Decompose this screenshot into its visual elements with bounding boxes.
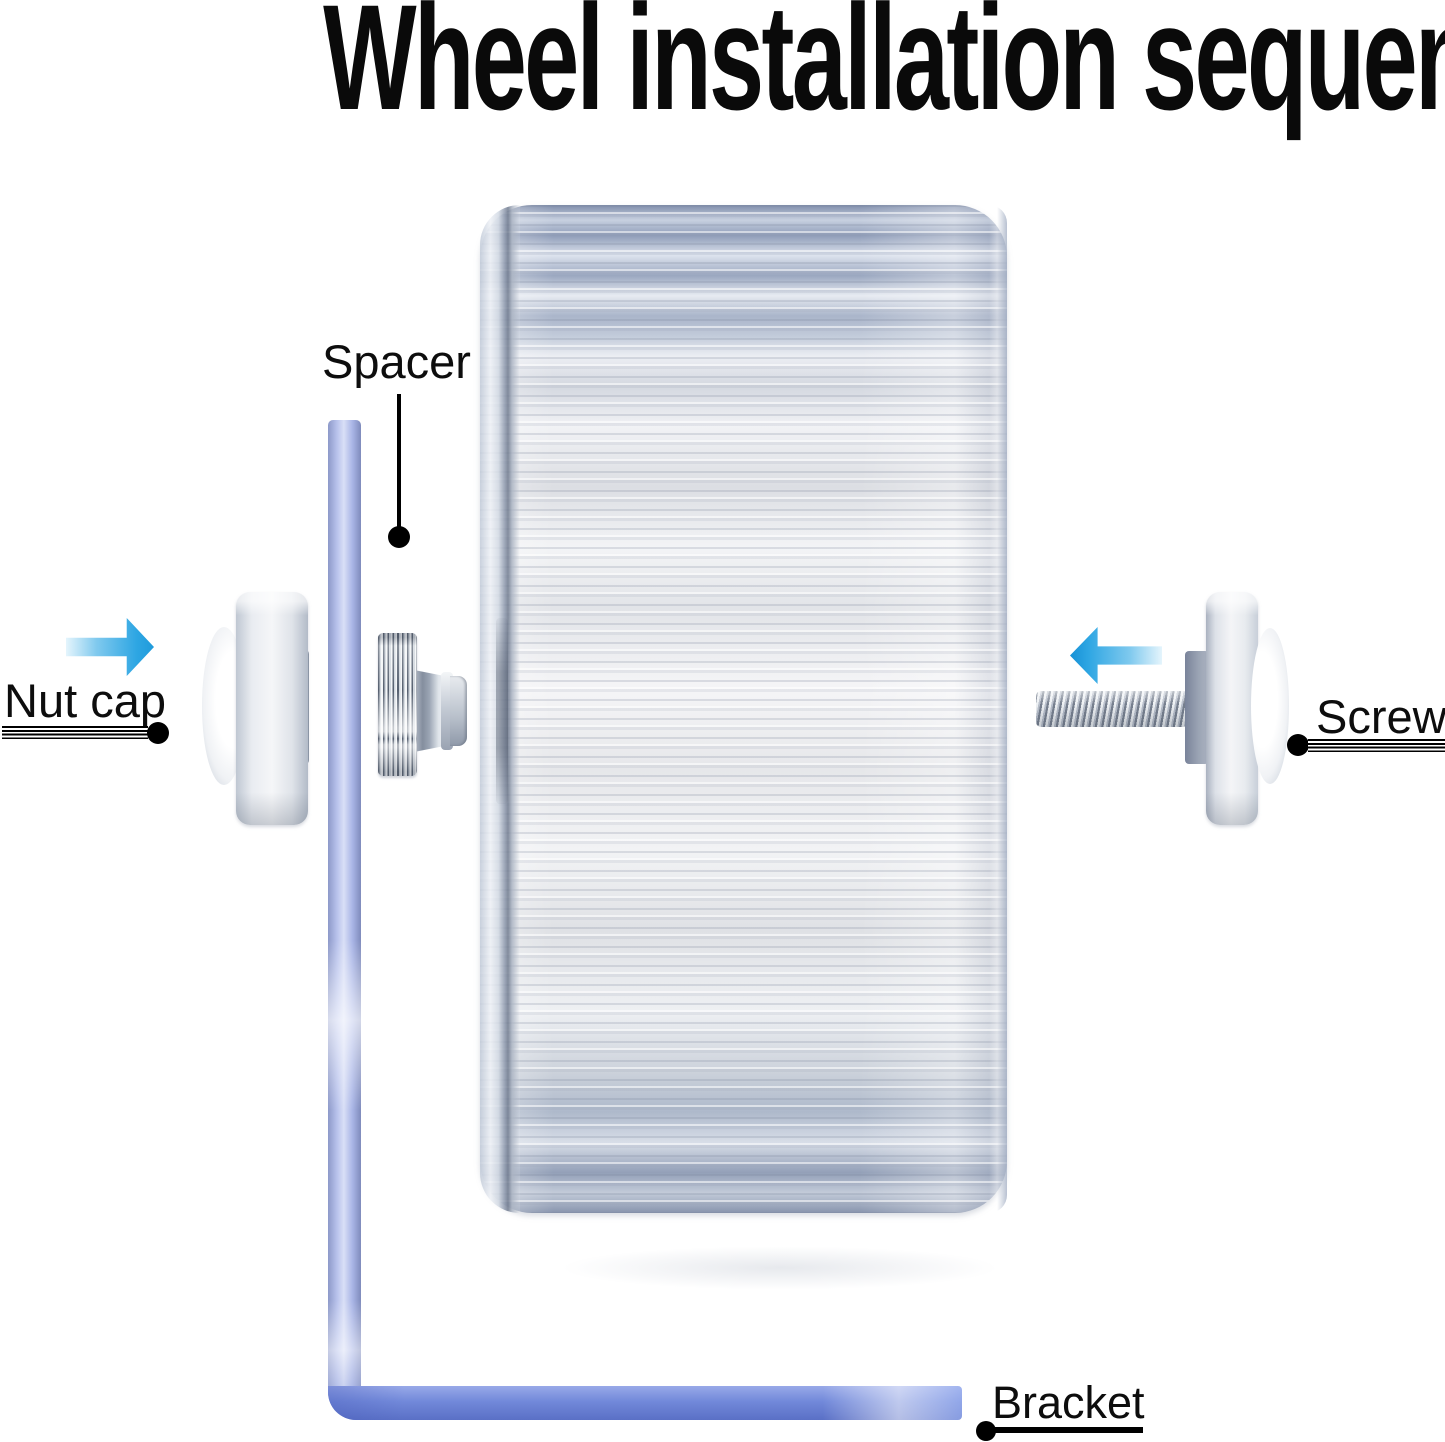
- spacer-leader-dot: [388, 526, 410, 548]
- screw-leader-line: [1308, 739, 1445, 752]
- nut-cap-part: [236, 592, 308, 825]
- wheel-shadow: [560, 1246, 1000, 1290]
- screw-label: Screw: [1316, 690, 1445, 743]
- knurled-nut-cap: [450, 676, 467, 746]
- screw-thread-shaft: [1036, 691, 1188, 727]
- knurled-nut-part: [378, 633, 417, 776]
- wheel-hub-slot: [496, 618, 508, 804]
- bracket-part: [328, 420, 962, 1420]
- wheel-left-rim: [480, 205, 520, 1213]
- bracket-horizontal-arm: [328, 1386, 962, 1420]
- insert-direction-left-arrow: [66, 618, 154, 676]
- nut-cap-label: Nut cap: [4, 674, 166, 727]
- screw-head-part: [1206, 592, 1258, 825]
- bracket-label: Bracket: [992, 1377, 1145, 1428]
- bracket-leader-line: [986, 1427, 1143, 1433]
- wheel-right-rim: [989, 205, 1007, 1213]
- nut-cap-leader-line: [2, 726, 148, 739]
- page-title-text: Wheel installation sequence: [323, 0, 1445, 141]
- nut-cap-leader-dot: [147, 722, 169, 744]
- wheel-part: [480, 205, 1007, 1213]
- spacer-leader-line: [397, 394, 401, 528]
- spacer-plate-part: [328, 420, 361, 1420]
- screw-collar: [1185, 651, 1209, 764]
- screw-leader-dot: [1287, 734, 1309, 756]
- insert-direction-right-arrow: [1070, 627, 1162, 684]
- spacer-label: Spacer: [322, 335, 471, 388]
- page-title: Wheel installation sequence: [0, 0, 1445, 132]
- screw-head-dome: [1251, 628, 1289, 784]
